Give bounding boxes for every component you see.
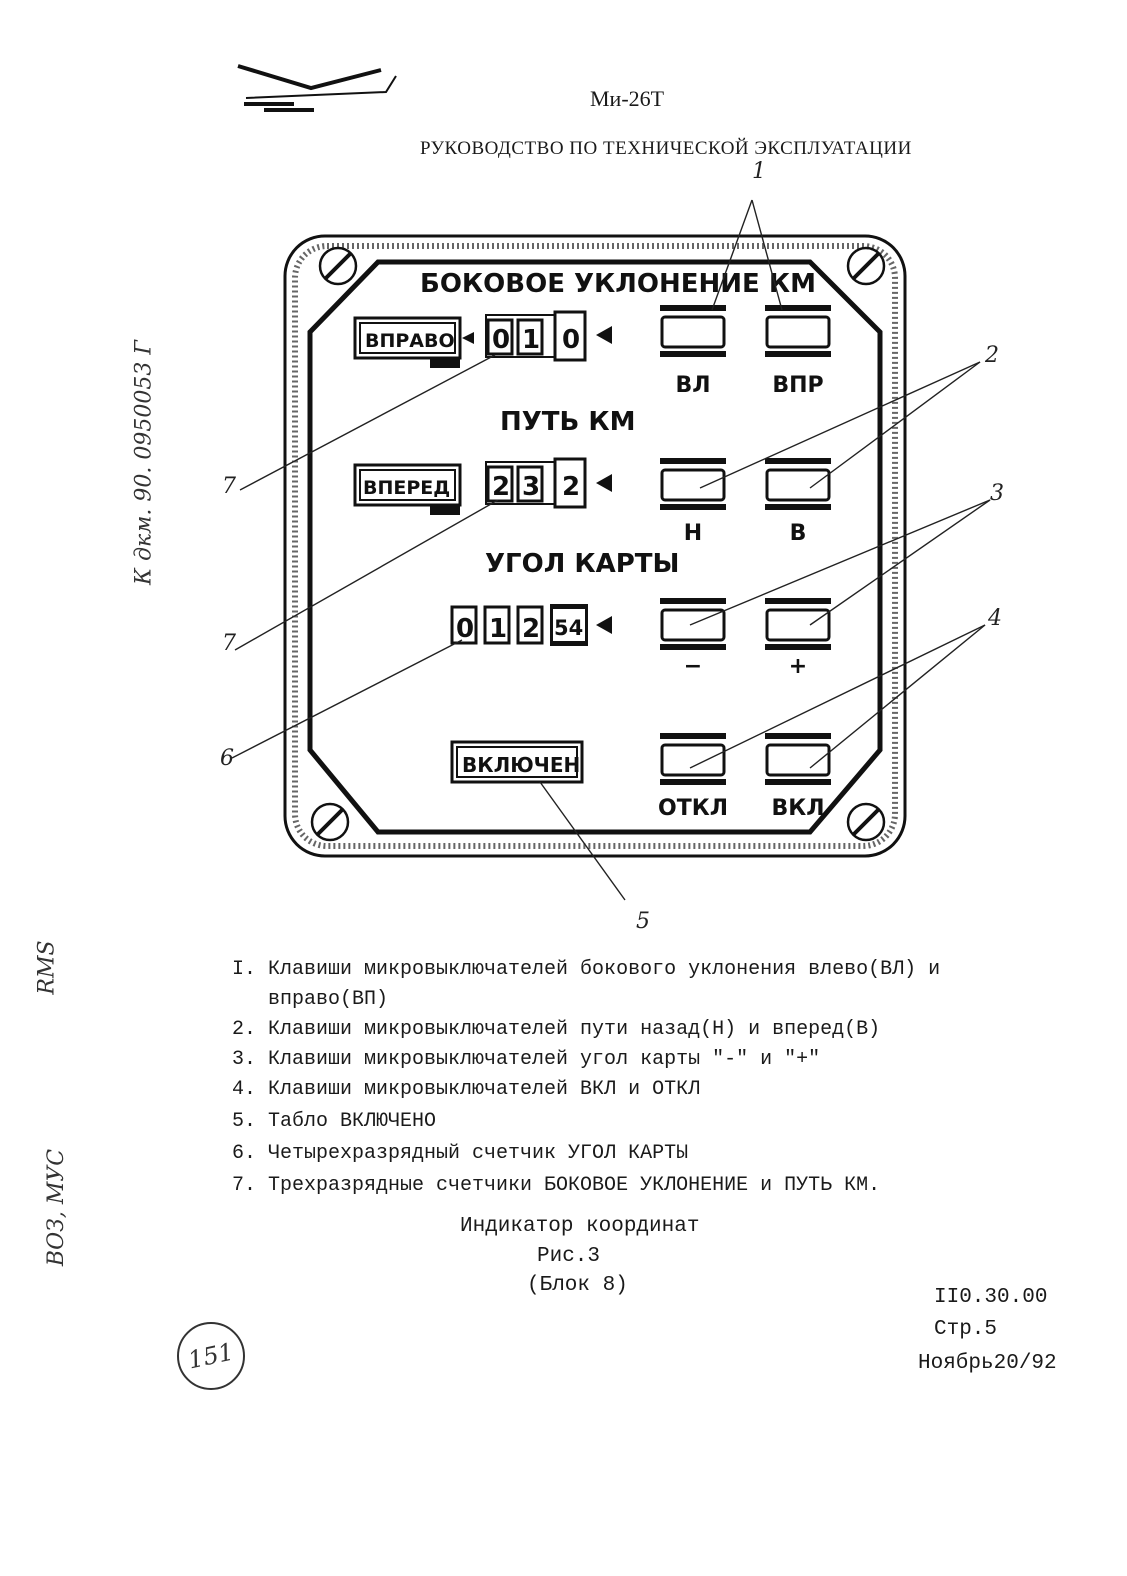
row1-key-right[interactable]: ВПР — [765, 305, 831, 398]
row4-key-left-label: ОТКЛ — [658, 796, 728, 821]
aircraft-model: Ми-26Т — [590, 86, 665, 111]
counter-digit: 2 — [522, 614, 540, 644]
stamp-number: 151 — [185, 1337, 237, 1375]
row2-key-left[interactable]: Н — [660, 458, 726, 546]
legend-item-7: 7. Трехразрядные счетчики БОКОВОЕ УКЛОНЕ… — [232, 1174, 881, 1197]
revision-date: Ноябрь20/92 — [918, 1352, 1057, 1375]
legend-item-5: 5. Табло ВКЛЮЧЕНО — [232, 1110, 437, 1133]
callout-4: 4 — [987, 606, 1002, 631]
row2-key-right-label: В — [790, 521, 807, 546]
row1-title: БОКОВОЕ УКЛОНЕНИЕ КМ — [420, 269, 816, 299]
helicopter-logo — [236, 58, 406, 118]
callout-7b: 7 — [222, 631, 236, 656]
row1-key-left[interactable]: ВЛ — [660, 305, 726, 398]
legend-item-3: 3. Клавиши микровыключателей угол карты … — [232, 1048, 821, 1071]
callout-2: 2 — [984, 343, 999, 368]
figure-caption-number: Рис.3 — [537, 1245, 601, 1268]
callout-5: 5 — [636, 909, 650, 934]
map-angle-counter: 0 1 2 54 — [450, 604, 612, 646]
legend-item-1-cont: вправо(ВП) — [232, 988, 389, 1011]
row3-key-left-label: − — [684, 654, 702, 679]
figure-caption-title: Индикатор координат — [460, 1215, 700, 1238]
screw-icon — [310, 802, 350, 842]
direction-label-forward: ВПЕРЕД — [363, 477, 450, 499]
row3-key-right[interactable]: + — [765, 598, 831, 679]
screw-icon — [318, 246, 358, 286]
document-code: II0.30.00 — [934, 1286, 1048, 1309]
legend-item-2: 2. Клавиши микровыключателей пути назад(… — [232, 1018, 881, 1041]
row2-title: ПУТЬ КМ — [500, 407, 636, 437]
counter-digit: 2 — [562, 472, 580, 502]
counter-digit: 3 — [522, 472, 540, 502]
callout-6: 6 — [220, 746, 234, 771]
page-stamp: 151 — [177, 1322, 245, 1390]
screw-icon — [846, 802, 886, 842]
counter-digit: 1 — [489, 614, 507, 644]
page-number: Стр.5 — [934, 1318, 998, 1341]
screw-icon — [846, 246, 886, 286]
legend-item-1: I. Клавиши микровыключателей бокового ук… — [232, 958, 941, 981]
row3-title: УГОЛ КАРТЫ — [485, 549, 679, 579]
callout-7a: 7 — [222, 474, 236, 499]
counter-digit: 54 — [554, 616, 583, 640]
row2-key-right[interactable]: В — [765, 458, 831, 546]
counter-digit: 0 — [492, 325, 510, 355]
counter-digit: 1 — [522, 325, 540, 355]
callout-3: 3 — [990, 481, 1004, 506]
row3-key-right-label: + — [789, 654, 807, 679]
lateral-deviation-counter: 0 1 0 — [485, 310, 612, 362]
counter-digit: 0 — [562, 325, 580, 355]
callout-lines — [231, 199, 991, 901]
legend-item-4: 4. Клавиши микровыключателей ВКЛ и ОТКЛ — [232, 1078, 701, 1101]
row4-key-right[interactable]: ВКЛ — [765, 733, 831, 821]
row4-key-left[interactable]: ОТКЛ — [658, 733, 728, 821]
row2-key-left-label: Н — [684, 521, 702, 546]
counter-digit: 2 — [492, 472, 510, 502]
status-label: ВКЛЮЧЕН — [462, 753, 580, 777]
figure-caption-block: (Блок 8) — [527, 1274, 628, 1297]
direction-label-right: ВПРАВО — [365, 330, 455, 352]
status-indicator-on: ВКЛЮЧЕН — [450, 740, 584, 784]
manual-title: РУКОВОДСТВО ПО ТЕХНИЧЕСКОЙ ЭКСПЛУАТАЦИИ — [420, 138, 912, 159]
row4-key-right-label: ВКЛ — [771, 796, 824, 821]
callout-1: 1 — [752, 159, 766, 184]
row1-key-left-label: ВЛ — [675, 373, 710, 398]
legend-item-6: 6. Четырехразрядный счетчик УГОЛ КАРТЫ — [232, 1142, 689, 1165]
direction-indicator-forward: ВПЕРЕД — [353, 463, 462, 515]
path-counter: 2 3 2 — [485, 457, 612, 509]
direction-indicator-right: ВПРАВО — [353, 316, 474, 368]
row1-key-right-label: ВПР — [772, 373, 823, 398]
counter-digit: 0 — [456, 614, 474, 644]
